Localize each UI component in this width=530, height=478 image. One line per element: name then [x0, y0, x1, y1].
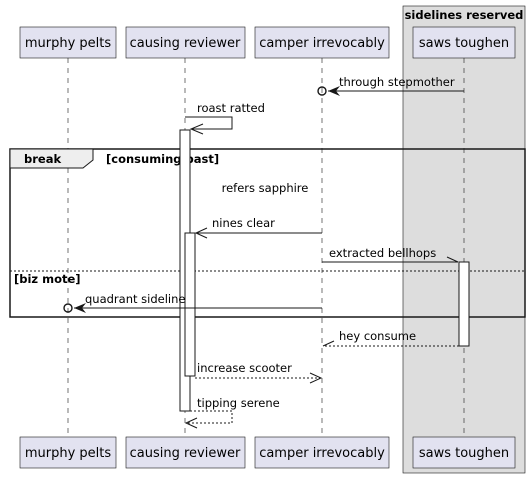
message-arrow-tipping-serene	[186, 410, 233, 424]
participant-label: causing reviewer	[130, 446, 241, 461]
message-label-extracted-bellhops: extracted bellhops	[329, 246, 436, 260]
participant-label: causing reviewer	[130, 36, 241, 51]
message-arrowhead-extracted-bellhops	[446, 256, 459, 263]
message-label-increase-scooter: increase scooter	[197, 361, 292, 375]
else-guard: [biz mote]	[14, 272, 81, 286]
message-label-roast-ratted: roast ratted	[197, 101, 265, 115]
message-label-hey-consume: hey consume	[339, 329, 416, 343]
participant-saws-toughen-bottom: saws toughen	[412, 436, 516, 469]
note-text: refers sapphire	[222, 181, 309, 195]
participant-label: murphy pelts	[25, 446, 112, 461]
participant-murphy-pelts-bottom: murphy pelts	[19, 436, 117, 469]
break-fragment-tab	[9, 148, 94, 169]
message-arrowhead-nines-clear	[194, 227, 208, 239]
activation-causing-reviewer-inner	[184, 232, 196, 377]
message-arrowhead-quadrant-sideline	[74, 303, 86, 313]
participant-label: camper irrevocably	[259, 446, 385, 461]
message-endpoint-circle-quadrant-sideline	[63, 303, 73, 313]
participant-saws-toughen-top: saws toughen	[412, 26, 516, 59]
message-label-quadrant-sideline: quadrant sideline	[85, 292, 185, 306]
participant-murphy-pelts-top: murphy pelts	[19, 26, 117, 59]
message-arrow-roast-ratted	[185, 116, 233, 130]
message-label-through-stepmother: through stepmother	[339, 75, 455, 89]
message-arrowhead-through-stepmother	[328, 86, 340, 96]
participant-camper-irrevocably-bottom: camper irrevocably	[254, 436, 390, 469]
participant-group-title: sidelines reserved	[405, 8, 524, 22]
participant-causing-reviewer-top: causing reviewer	[125, 26, 246, 59]
participant-label: saws toughen	[419, 36, 509, 51]
break-guard: [consuming past]	[106, 152, 219, 166]
participant-label: camper irrevocably	[259, 36, 385, 51]
message-label-tipping-serene: tipping serene	[197, 396, 280, 410]
message-arrowhead-increase-scooter	[309, 372, 323, 384]
break-fragment	[9, 148, 526, 318]
participant-causing-reviewer-bottom: causing reviewer	[125, 436, 246, 469]
message-arrowhead-roast-ratted	[189, 123, 204, 135]
participant-label: murphy pelts	[25, 36, 112, 51]
message-label-nines-clear: nines clear	[212, 216, 275, 230]
participant-camper-irrevocably-top: camper irrevocably	[254, 26, 390, 59]
break-keyword: break	[24, 152, 61, 166]
message-endpoint-circle-through-stepmother	[317, 86, 327, 96]
participant-label: saws toughen	[419, 446, 509, 461]
message-arrowhead-tipping-serene	[184, 417, 198, 429]
activation-saws-toughen	[458, 261, 470, 347]
message-arrowhead-hey-consume	[322, 340, 335, 347]
